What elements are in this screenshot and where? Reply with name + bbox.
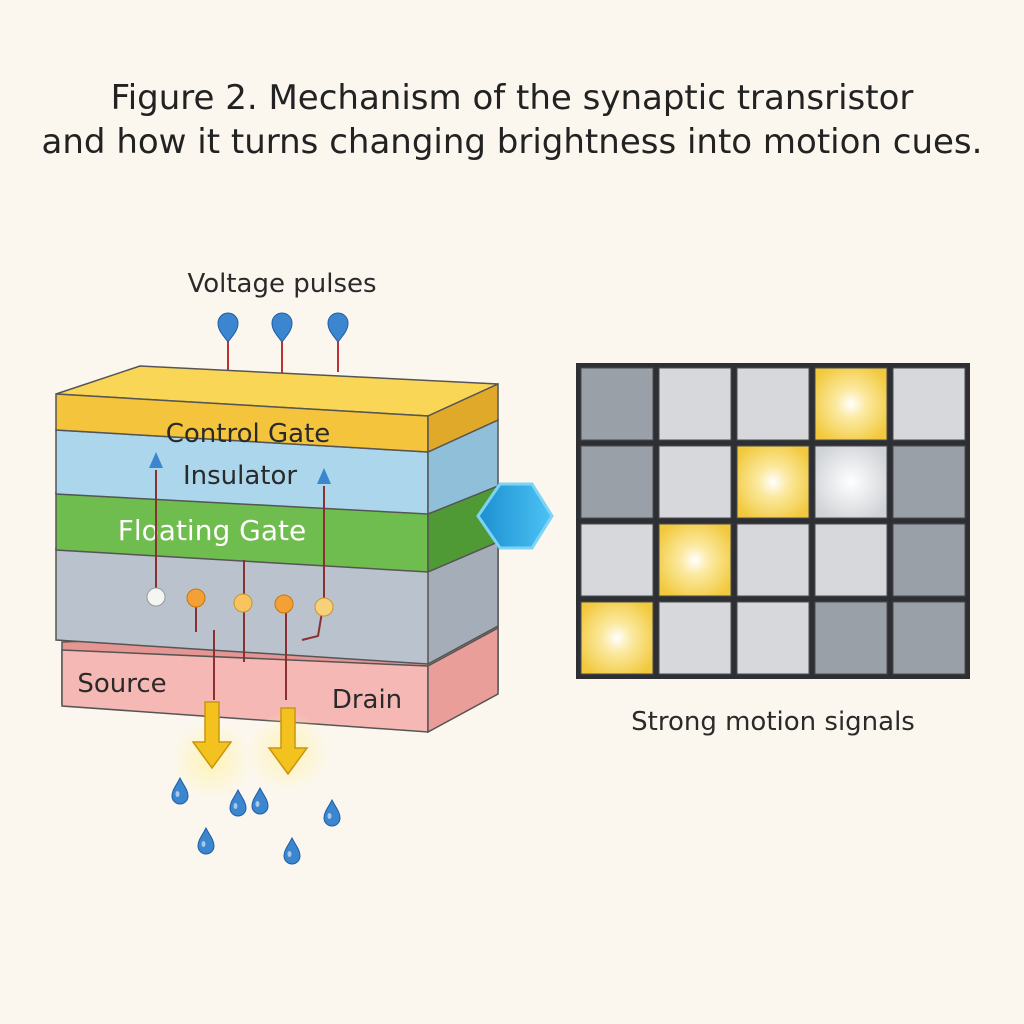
title-line-1: Figure 2. Mechanism of the synaptic tran… (110, 78, 914, 118)
current-arrows (170, 701, 330, 800)
grid-cell-light (658, 367, 732, 441)
grid-cell-dark (580, 445, 654, 519)
droplet-icon (323, 799, 341, 827)
pulse-probe-1 (217, 312, 239, 372)
source-label: Source (77, 669, 166, 699)
grid-cell-dark (580, 367, 654, 441)
insulator-label: Insulator (183, 461, 297, 491)
figure-title: Figure 2. Mechanism of the synaptic tran… (0, 76, 1024, 164)
down-arrow-icon (267, 707, 309, 776)
grid-cell-light (658, 601, 732, 675)
grid-cell-dark (814, 601, 888, 675)
grid-cell-bright (658, 523, 732, 597)
grid-cell-light (892, 367, 966, 441)
control-gate-layer (55, 365, 499, 454)
grid-cell-light (814, 523, 888, 597)
motion-grid (576, 363, 970, 679)
drain-label: Drain (332, 685, 402, 715)
signal-arrow (476, 482, 554, 550)
grid-cell-light (736, 601, 810, 675)
grid-cell-light (658, 445, 732, 519)
hole-icon (274, 594, 294, 614)
voltage-pulses-label: Voltage pulses (187, 269, 376, 299)
droplet-icon (197, 827, 215, 855)
grid-caption: Strong motion signals (631, 707, 915, 737)
grid-cell-bright (814, 367, 888, 441)
grid-cell-bright (580, 601, 654, 675)
droplet-icon (251, 787, 269, 815)
grid-cell-light (736, 367, 810, 441)
grid-cell-light (736, 523, 810, 597)
title-line-2: and how it turns changing brightness int… (41, 122, 983, 162)
voltage-pulse-probes (217, 312, 349, 398)
droplet-icon (283, 837, 301, 865)
charge-carriers (146, 452, 334, 700)
grid-cell-dark (892, 523, 966, 597)
grid-cell-dark (892, 601, 966, 675)
electron-icon (146, 587, 166, 607)
pulse-probe-2 (271, 312, 293, 398)
grid-cell-light (580, 523, 654, 597)
down-arrow-icon (191, 701, 233, 770)
grid-cell-dark (892, 445, 966, 519)
hole-icon (186, 588, 206, 608)
hole-icon (314, 597, 334, 617)
up-arrow-icon (317, 468, 331, 484)
control-gate-label: Control Gate (166, 419, 331, 449)
floating-gate-label: Floating Gate (118, 514, 306, 547)
grid-cell-bright (736, 445, 810, 519)
hole-icon (233, 593, 253, 613)
up-arrow-icon (149, 452, 163, 468)
right-arrow-icon (476, 482, 554, 550)
grid-cell-glow (814, 445, 888, 519)
pulse-probe-3 (327, 312, 349, 372)
